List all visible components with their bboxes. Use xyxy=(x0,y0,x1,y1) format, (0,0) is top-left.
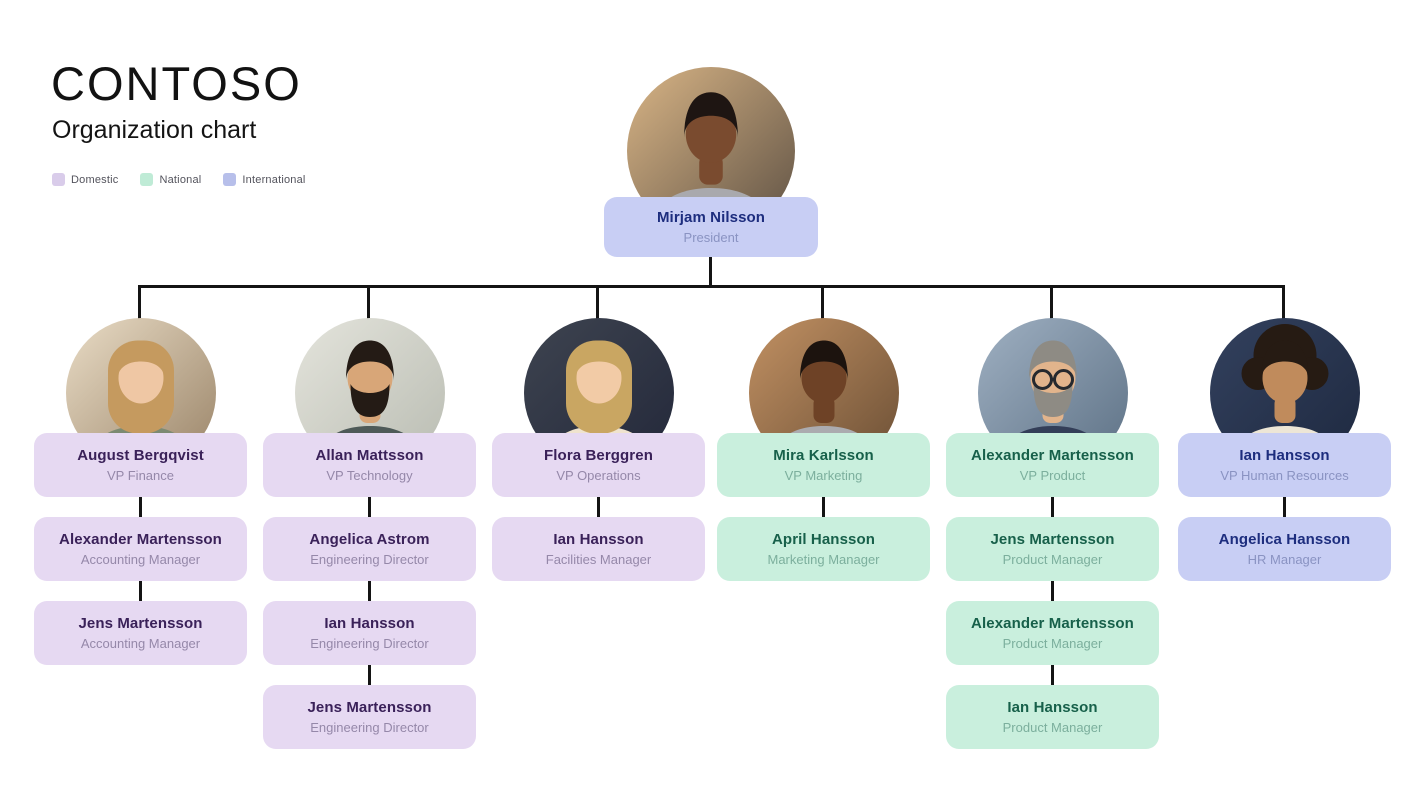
domestic-swatch xyxy=(52,173,65,186)
connector-drop-col4 xyxy=(821,285,824,323)
org-card: Jens Martensson Accounting Manager xyxy=(34,601,247,665)
person-name: Angelica Hansson xyxy=(1218,531,1351,548)
person-title: VP Marketing xyxy=(784,468,863,483)
person-title: Engineering Director xyxy=(310,636,429,651)
legend-label: National xyxy=(159,173,202,186)
person-name: Ian Hansson xyxy=(1239,447,1330,464)
legend-item-domestic: Domestic xyxy=(52,173,118,186)
person-name: Alexander Martensson xyxy=(59,531,222,548)
person-title: Engineering Director xyxy=(310,552,429,567)
connector-president-drop xyxy=(709,256,712,287)
legend-item-national: National xyxy=(140,173,201,186)
page-title: Organization chart xyxy=(52,116,257,144)
person-name: Mirjam Nilsson xyxy=(656,209,766,226)
org-card: Allan Mattsson VP Technology xyxy=(263,433,476,497)
org-card: April Hansson Marketing Manager xyxy=(717,517,930,581)
connector-drop-col2 xyxy=(367,285,370,323)
person-title: VP Human Resources xyxy=(1220,468,1349,483)
connector-drop-col3 xyxy=(596,285,599,323)
international-swatch xyxy=(223,173,237,186)
column-marketing: Mira Karlsson VP Marketing April Hansson… xyxy=(717,318,930,581)
legend-item-international: International xyxy=(223,173,305,186)
person-title: Facilities Manager xyxy=(545,552,652,567)
person-name: Ian Hansson xyxy=(553,531,644,548)
person-title: HR Manager xyxy=(1247,552,1322,567)
connector-drop-col1 xyxy=(138,285,141,323)
connector-vertical xyxy=(597,497,600,517)
person-title: VP Finance xyxy=(107,468,174,483)
connector-vertical xyxy=(368,497,371,517)
person-title: VP Operations xyxy=(556,468,641,483)
org-card: Alexander Martensson Product Manager xyxy=(946,601,1159,665)
connector-vertical xyxy=(1283,497,1286,517)
org-card: Ian Hansson Facilities Manager xyxy=(492,517,705,581)
person-title: Product Manager xyxy=(1002,720,1103,735)
column-finance: August Bergqvist VP Finance Alexander Ma… xyxy=(34,318,247,665)
org-card: Jens Martensson Engineering Director xyxy=(263,685,476,749)
person-title: Accounting Manager xyxy=(80,552,201,567)
connector-vertical xyxy=(139,497,142,517)
connector-horizontal xyxy=(138,285,1285,288)
person-name: Angelica Astrom xyxy=(309,531,430,548)
person-title: Product Manager xyxy=(1002,552,1103,567)
legend: Domestic National International xyxy=(52,173,306,186)
person-name: April Hansson xyxy=(772,531,875,548)
connector-vertical xyxy=(822,497,825,517)
connector-vertical xyxy=(368,581,371,601)
org-card: Alexander Martensson Accounting Manager xyxy=(34,517,247,581)
column-human-resources: Ian Hansson VP Human Resources Angelica … xyxy=(1178,318,1391,581)
connector-vertical xyxy=(139,581,142,601)
person-name: Allan Mattsson xyxy=(315,447,424,464)
person-title: Accounting Manager xyxy=(80,636,201,651)
column-operations: Flora Berggren VP Operations Ian Hansson… xyxy=(492,318,705,581)
person-title: President xyxy=(683,230,739,245)
org-card: Mira Karlsson VP Marketing xyxy=(717,433,930,497)
person-name: Ian Hansson xyxy=(324,615,415,632)
person-name: Mira Karlsson xyxy=(773,447,874,464)
org-card: August Bergqvist VP Finance xyxy=(34,433,247,497)
org-card: Ian Hansson Product Manager xyxy=(946,685,1159,749)
company-title: CONTOSO xyxy=(51,57,302,110)
connector-vertical xyxy=(1051,497,1054,517)
connector-drop-col6 xyxy=(1282,285,1285,323)
person-name: August Bergqvist xyxy=(77,447,204,464)
column-product: Alexander Martensson VP Product Jens Mar… xyxy=(946,318,1159,749)
person-name: Alexander Martensson xyxy=(971,447,1134,464)
org-card: Ian Hansson Engineering Director xyxy=(263,601,476,665)
president-card: Mirjam Nilsson President xyxy=(604,197,818,257)
org-card: Angelica Hansson HR Manager xyxy=(1178,517,1391,581)
person-name: Alexander Martensson xyxy=(971,615,1134,632)
org-card: Jens Martensson Product Manager xyxy=(946,517,1159,581)
connector-vertical xyxy=(1051,581,1054,601)
person-title: Marketing Manager xyxy=(767,552,880,567)
person-name: Jens Martensson xyxy=(78,615,203,632)
person-title: Engineering Director xyxy=(310,720,429,735)
national-swatch xyxy=(140,173,154,186)
person-name: Flora Berggren xyxy=(544,447,653,464)
connector-vertical xyxy=(368,665,371,685)
connector-drop-col5 xyxy=(1050,285,1053,323)
org-card: Alexander Martensson VP Product xyxy=(946,433,1159,497)
legend-label: International xyxy=(242,173,306,186)
person-title: VP Technology xyxy=(326,468,413,483)
person-name: Jens Martensson xyxy=(990,531,1115,548)
org-card: Angelica Astrom Engineering Director xyxy=(263,517,476,581)
person-title: Product Manager xyxy=(1002,636,1103,651)
org-card: Flora Berggren VP Operations xyxy=(492,433,705,497)
column-technology: Allan Mattsson VP Technology Angelica As… xyxy=(263,318,476,749)
person-title: VP Product xyxy=(1019,468,1086,483)
person-name: Ian Hansson xyxy=(1007,699,1098,716)
org-card: Ian Hansson VP Human Resources xyxy=(1178,433,1391,497)
legend-label: Domestic xyxy=(71,173,119,186)
connector-vertical xyxy=(1051,665,1054,685)
person-name: Jens Martensson xyxy=(307,699,432,716)
